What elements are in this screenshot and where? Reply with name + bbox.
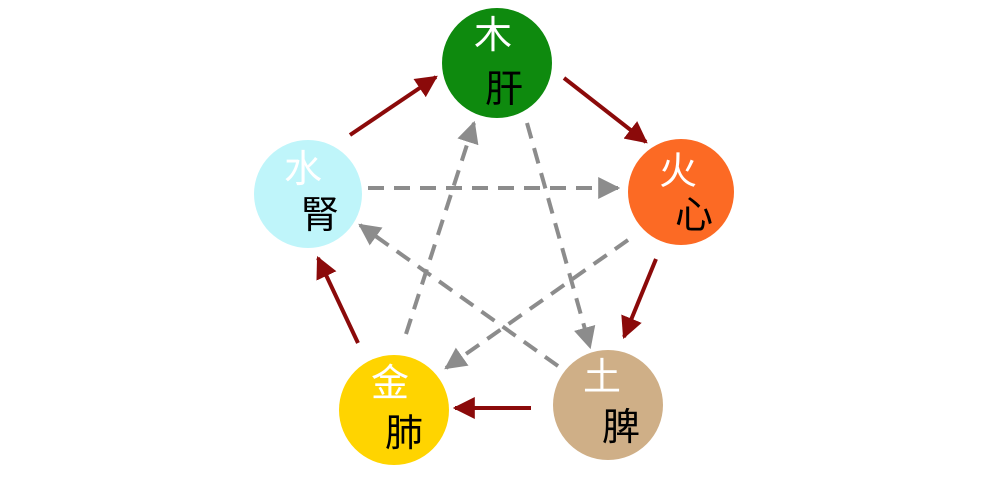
node-metal-element: 金: [371, 361, 409, 405]
arrow-metal-to-wood: [404, 120, 479, 335]
node-metal-organ: 肺: [385, 411, 423, 455]
arrow-metal-to-water: [316, 256, 360, 344]
node-fire-circle: [628, 139, 734, 245]
node-water: 水 腎: [254, 140, 362, 248]
arrow-earth-to-water: [358, 223, 560, 368]
node-fire-element: 火: [659, 149, 697, 193]
node-water-element: 水: [284, 147, 322, 191]
arrow-water-to-wood: [348, 75, 438, 137]
arrow-fire-to-earth: [621, 258, 658, 340]
node-water-organ: 腎: [301, 193, 339, 237]
node-earth-circle: [553, 350, 663, 460]
node-fire-organ: 心: [675, 193, 713, 237]
node-metal: 金 肺: [339, 355, 449, 465]
node-earth-element: 土: [583, 355, 621, 399]
node-metal-circle: [339, 355, 449, 465]
node-fire: 火 心: [628, 139, 734, 245]
arrow-wood-to-earth: [525, 122, 596, 350]
arrow-wood-to-fire: [562, 76, 648, 144]
generating-arrows: [316, 75, 658, 419]
node-wood-circle: [442, 8, 552, 118]
arrow-fire-to-metal: [444, 238, 630, 370]
node-earth-organ: 脾: [602, 405, 640, 449]
controlling-arrows: [358, 120, 630, 370]
node-earth: 土 脾: [553, 350, 663, 460]
node-wood: 木 肝: [442, 8, 552, 118]
node-wood-organ: 肝: [485, 67, 523, 111]
node-wood-element: 木: [474, 13, 512, 57]
node-water-circle: [254, 140, 362, 248]
